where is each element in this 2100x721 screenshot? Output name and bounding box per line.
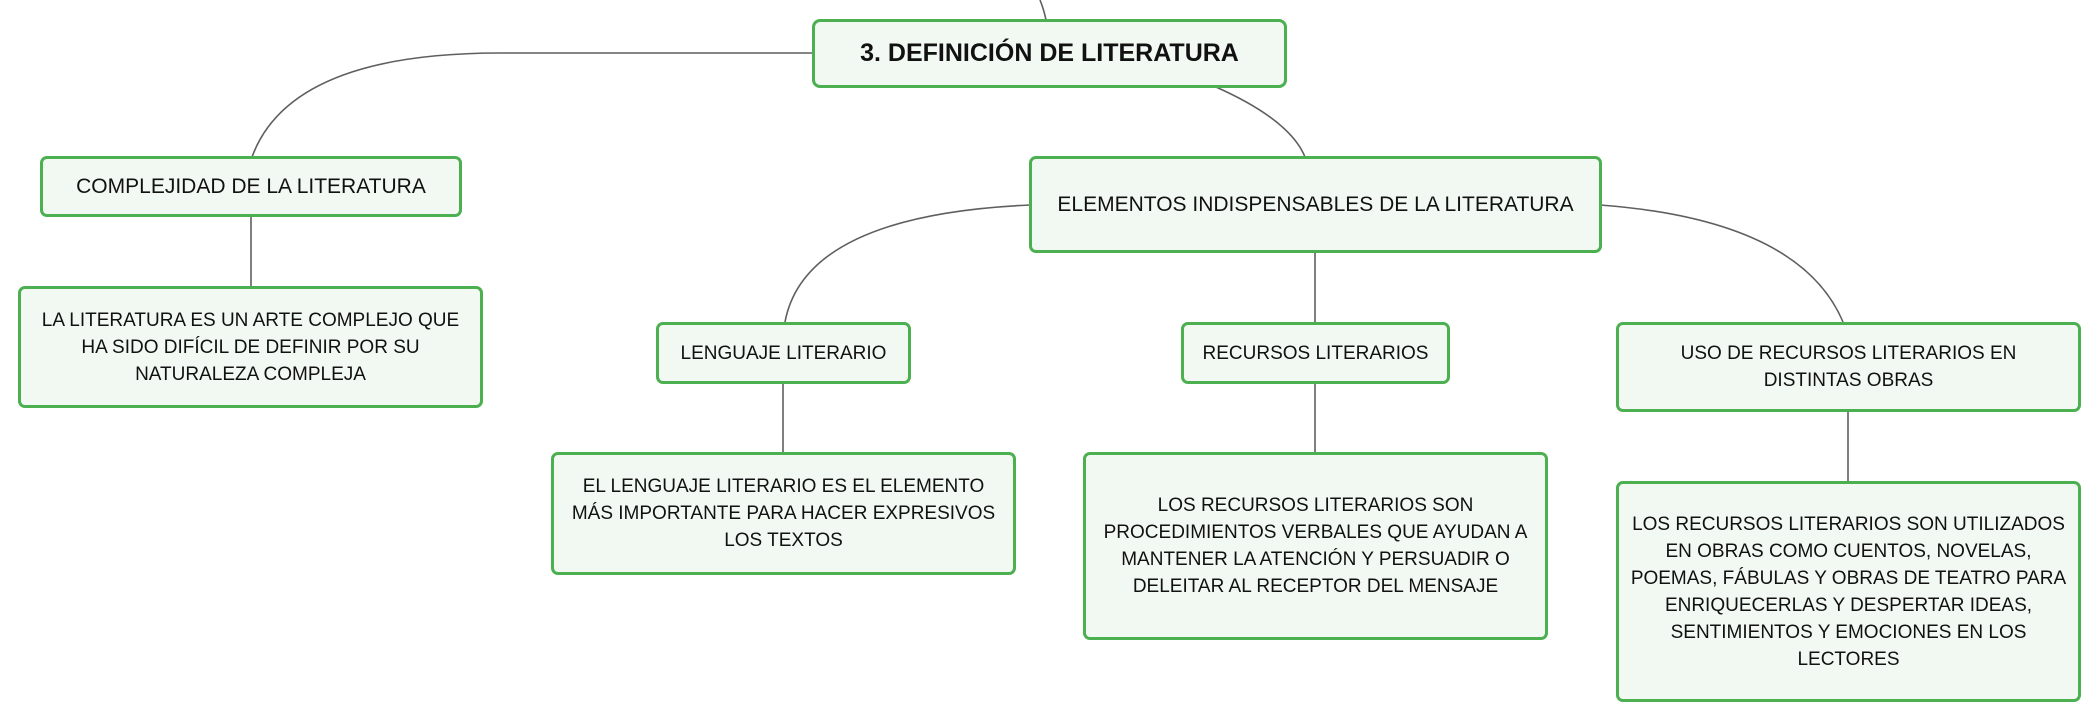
detail-lenguaje[interactable]: EL LENGUAJE LITERARIO ES EL ELEMENTO MÁS… xyxy=(551,452,1016,575)
topic-recursos[interactable]: RECURSOS LITERARIOS xyxy=(1181,322,1450,384)
topic-elementos[interactable]: ELEMENTOS INDISPENSABLES DE LA LITERATUR… xyxy=(1029,156,1602,253)
detail-complejidad[interactable]: LA LITERATURA ES UN ARTE COMPLEJO QUE HA… xyxy=(18,286,483,408)
topic-lenguaje[interactable]: LENGUAJE LITERARIO xyxy=(656,322,911,384)
connector-root-to-elementos xyxy=(1215,86,1306,158)
root-topic[interactable]: 3. DEFINICIÓN DE LITERATURA xyxy=(812,19,1287,88)
topic-uso[interactable]: USO DE RECURSOS LITERARIOS EN DISTINTAS … xyxy=(1616,322,2081,412)
connector-elementos-to-uso xyxy=(1599,204,1844,323)
connector-root-to-complejidad xyxy=(251,52,812,158)
connector-parent-to-root xyxy=(1039,0,1047,21)
detail-uso[interactable]: LOS RECURSOS LITERARIOS SON UTILIZADOS E… xyxy=(1616,481,2081,702)
detail-recursos[interactable]: LOS RECURSOS LITERARIOS SON PROCEDIMIENT… xyxy=(1083,452,1548,640)
topic-complejidad[interactable]: COMPLEJIDAD DE LA LITERATURA xyxy=(40,156,462,217)
connector-elementos-to-lenguaje xyxy=(784,204,1031,323)
